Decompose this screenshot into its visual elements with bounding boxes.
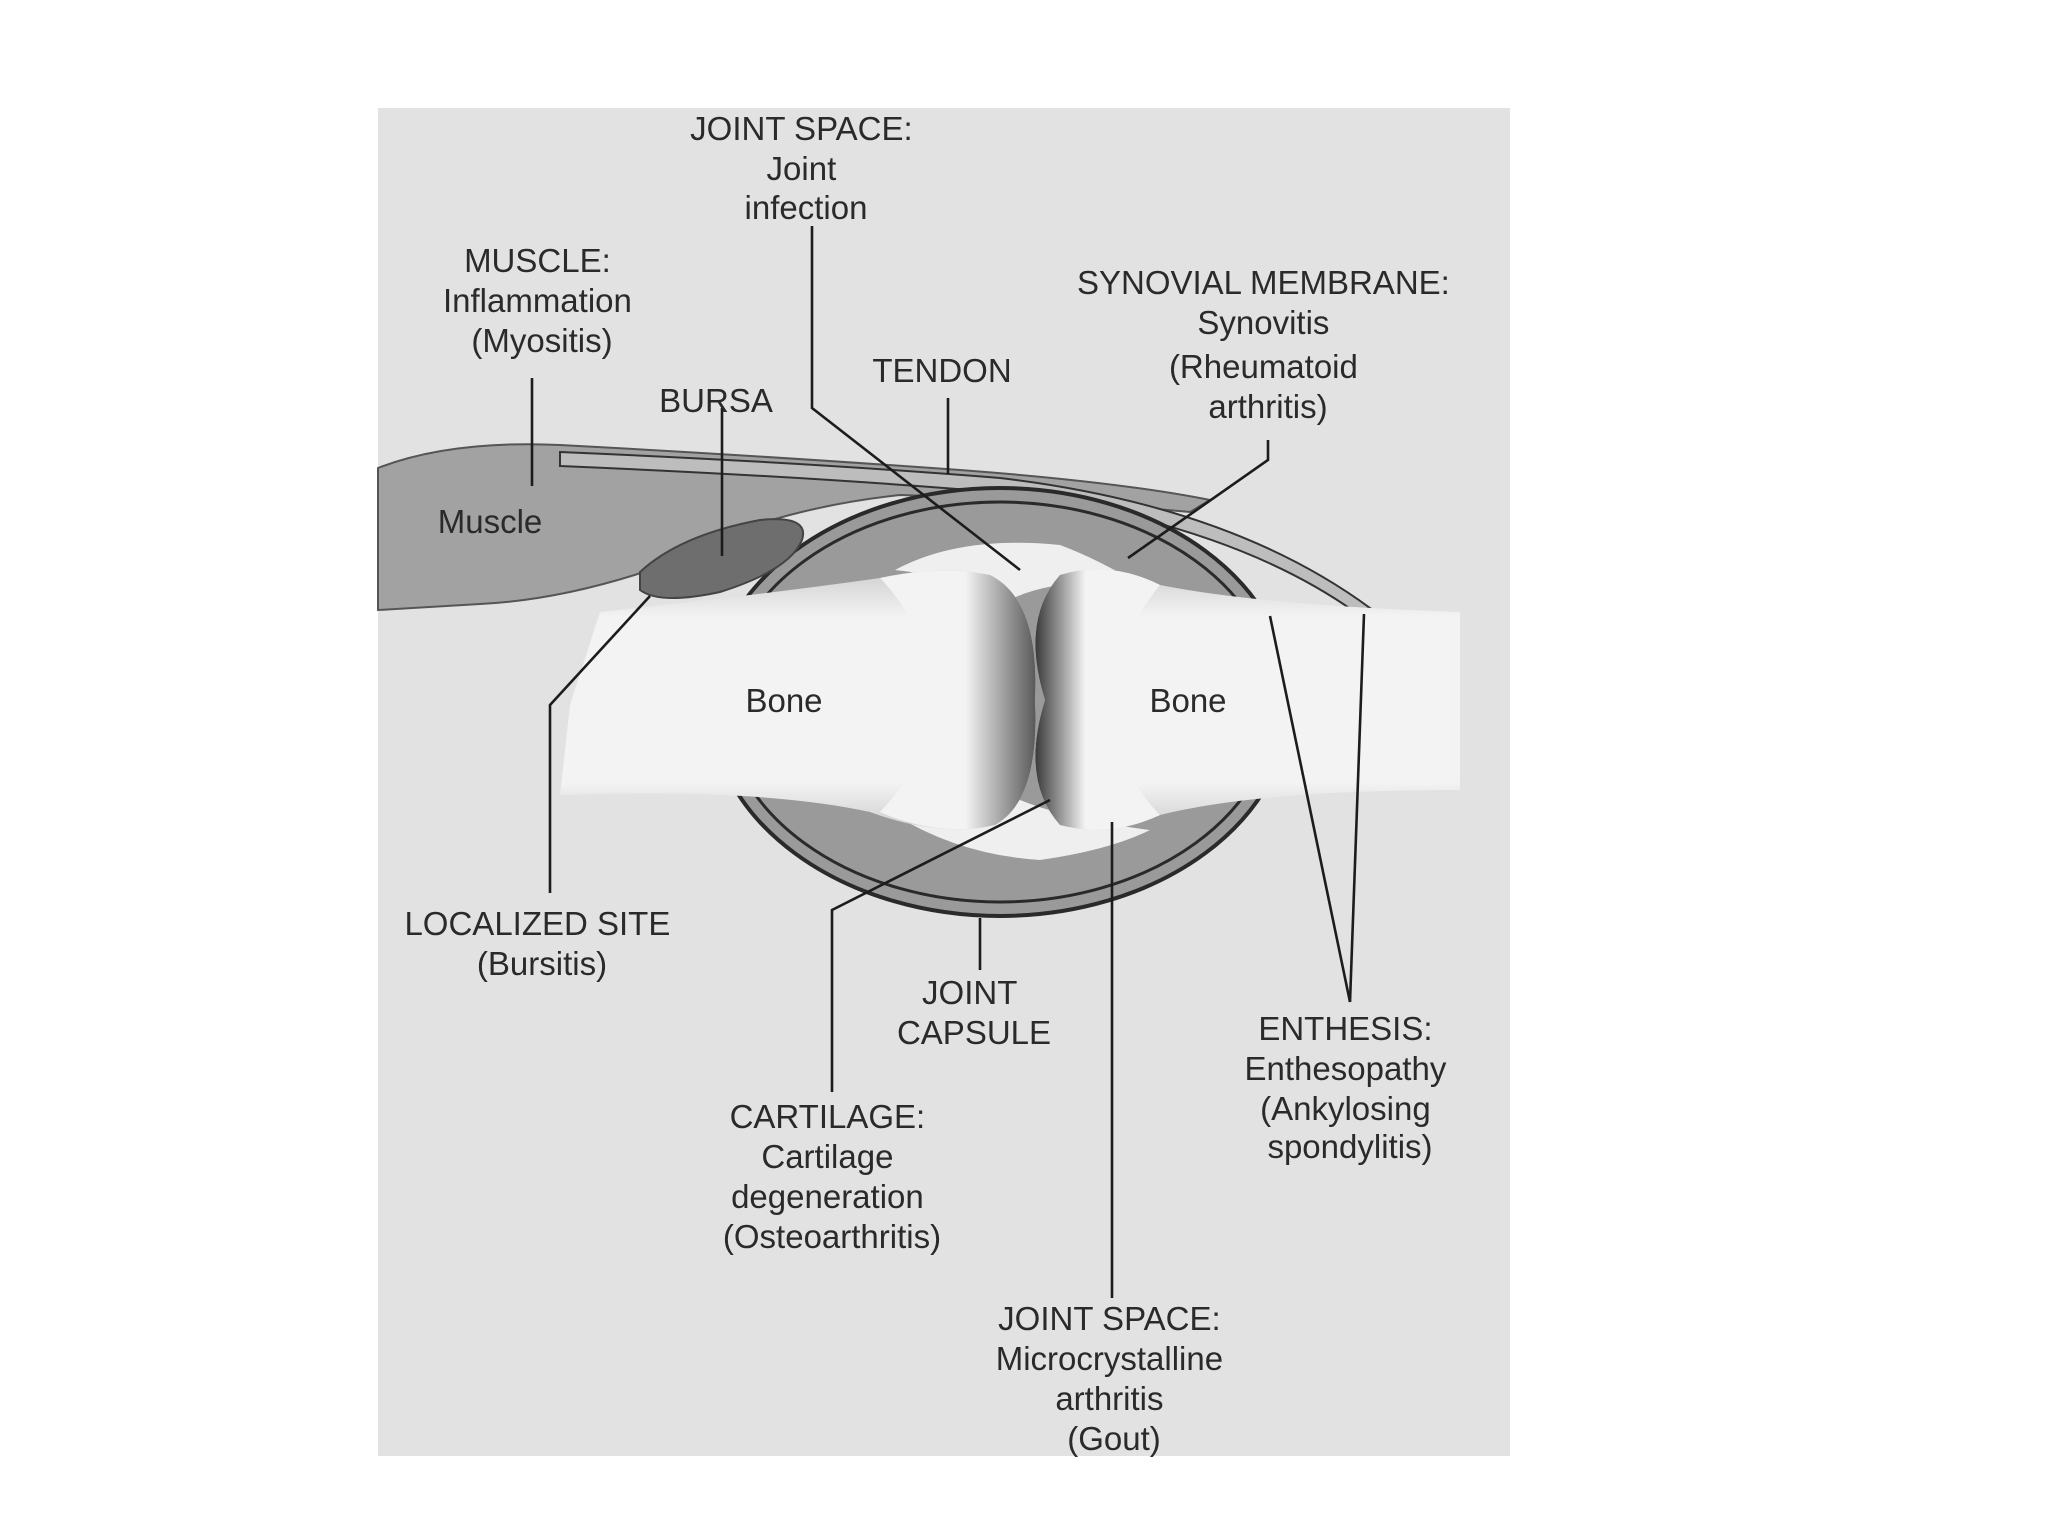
label-bursa: BURSA bbox=[659, 382, 773, 419]
label-joint-space-bottom: JOINT SPACE: Microcrystalline arthritis … bbox=[996, 1300, 1233, 1457]
bone-right-label: Bone bbox=[1149, 682, 1226, 719]
label-synovial: SYNOVIAL MEMBRANE: Synovitis (Rheumatoid… bbox=[1077, 264, 1459, 425]
bone-right-head bbox=[1035, 569, 1160, 830]
synovial-space-top bbox=[895, 542, 1140, 605]
label-joint-space-top: JOINT SPACE: Joint infection bbox=[690, 110, 922, 226]
label-capsule: JOINT CAPSULE bbox=[897, 974, 1051, 1051]
bone-left-label: Bone bbox=[745, 682, 822, 719]
pointer-lines bbox=[530, 226, 1366, 1298]
label-enthesis: ENTHESIS: Enthesopathy (Ankylosing spond… bbox=[1245, 1010, 1456, 1165]
label-cartilage: CARTILAGE: Cartilage degeneration (Osteo… bbox=[723, 1098, 941, 1255]
bone-right bbox=[1035, 569, 1460, 830]
muscle-label: Muscle bbox=[438, 503, 543, 540]
label-muscle: MUSCLE: Inflammation (Myositis) bbox=[443, 242, 641, 359]
label-tendon: TENDON bbox=[872, 352, 1011, 389]
pointer-enthesis-2 bbox=[1348, 613, 1366, 1003]
pointer-synovial bbox=[1127, 440, 1270, 560]
bone-left-head bbox=[880, 570, 1036, 830]
pointer-cartilage bbox=[830, 798, 1051, 1092]
pointer-localized bbox=[548, 595, 651, 893]
pointer-enthesis bbox=[1268, 615, 1352, 1003]
bursa-shape bbox=[639, 518, 805, 599]
label-localized: LOCALIZED SITE (Bursitis) bbox=[404, 905, 679, 982]
pointer-joint-space-top bbox=[810, 226, 1021, 572]
